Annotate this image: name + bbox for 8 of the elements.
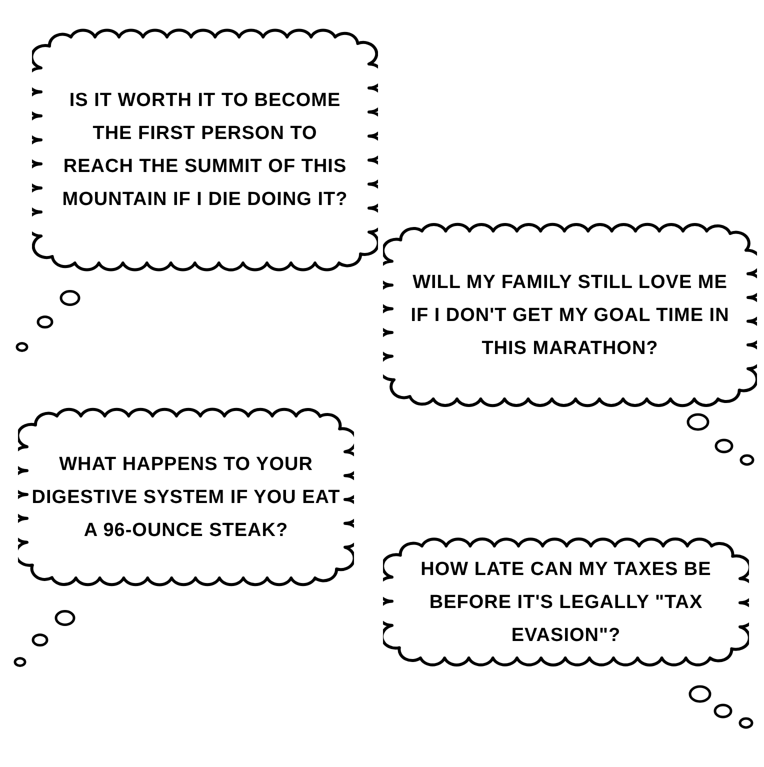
bubble-text: IS IT WORTH IT TO BECOME THE FIRST PERSON TO REACH THE SUMMIT OF THIS MOUNTAIN IF I DIE DOING IT? [61,89,349,212]
thought-bubble [383,537,749,667]
thought-bubble [383,222,757,408]
bubble-text: WHAT HAPPENS TO YOUR DIGESTIVE SYSTEM IF YOU EAT A 96-OUNCE STEAK? [30,452,342,542]
bubble-text: HOW LATE CAN MY TAXES BE BEFORE IT'S LEGALLY "TAX EVASION"? [420,558,712,648]
thought-bubble [32,28,378,272]
thought-bubble [18,407,354,587]
bubble-text: WILL MY FAMILY STILL LOVE ME IF I DON'T GET MY GOAL TIME IN THIS MARATHON? [410,270,730,360]
